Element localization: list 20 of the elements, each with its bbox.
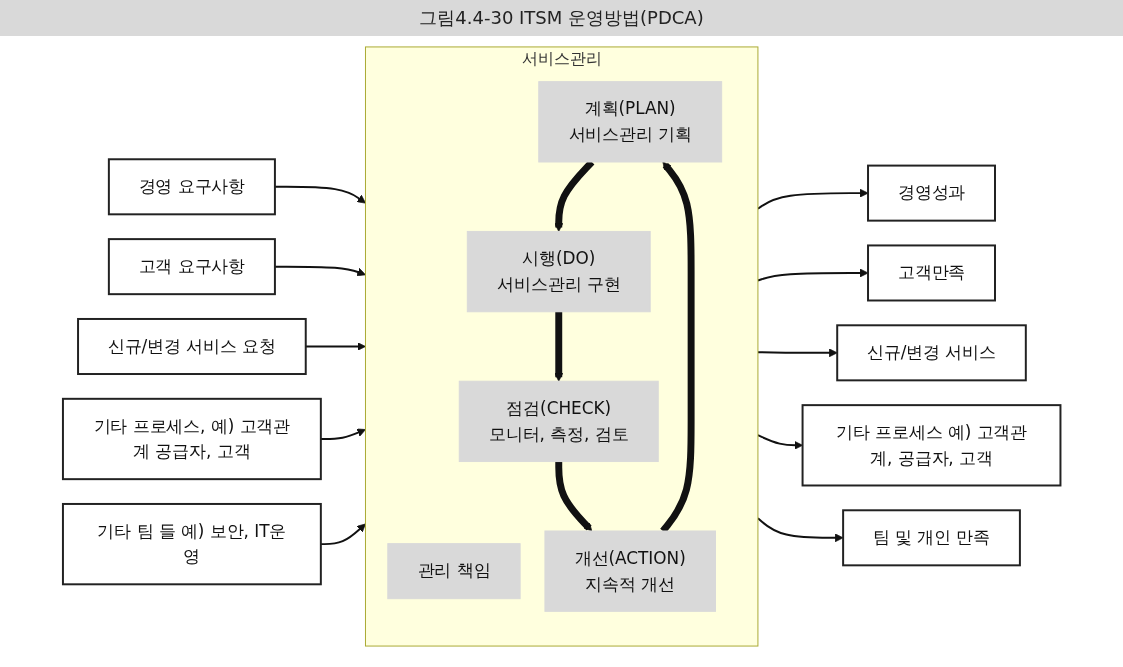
node-box: 신규/변경 서비스	[836, 323, 1027, 381]
node-box: 팀 및 개인 만족	[841, 508, 1021, 566]
node-box: 계획(PLAN) 서비스관리 기획	[538, 80, 722, 162]
arrow	[756, 433, 803, 450]
arrow	[555, 461, 593, 531]
node-box: 개선(ACTION) 지속적 개선	[544, 530, 716, 612]
node-box: 점검(CHECK) 모니터, 측정, 검토	[458, 380, 659, 462]
node-box: 경영 요구사항	[107, 157, 276, 215]
arrow	[756, 347, 838, 357]
node-box: 시행(DO) 서비스관리 구현	[466, 230, 651, 312]
node-box: 관리 책임	[387, 542, 521, 599]
diagram-title: 그림4.4-30 ITSM 운영방법(PDCA)	[0, 0, 1123, 36]
node-box: 기타 팀 들 예) 보안, IT운영	[61, 502, 322, 585]
node-box: 고객만족	[866, 243, 996, 301]
node-box: 기타 프로세스 예) 고객관계, 공급자, 고객	[801, 403, 1062, 486]
arrow	[554, 311, 563, 382]
node-box: 고객 요구사항	[107, 237, 276, 295]
node-box: 경영성과	[866, 164, 996, 222]
node-box: 기타 프로세스, 예) 고객관계 공급자, 고객	[61, 397, 322, 480]
node-box: 신규/변경 서비스 요청	[76, 317, 307, 375]
